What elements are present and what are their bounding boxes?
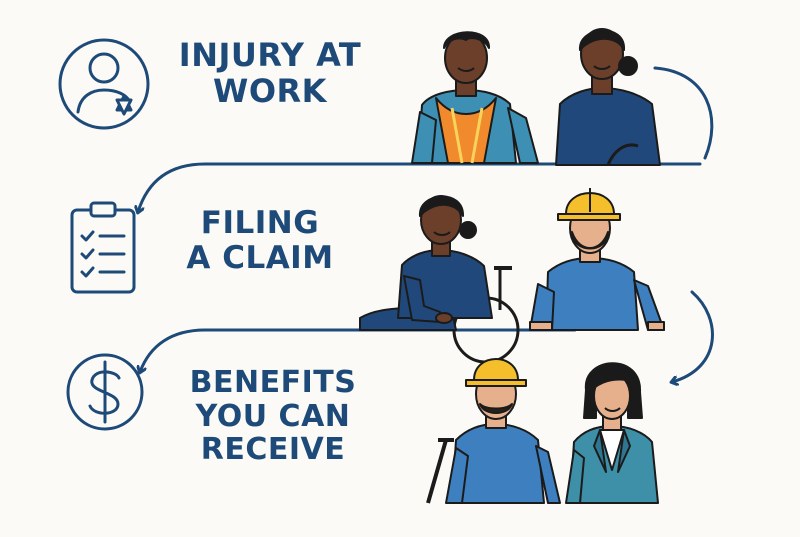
step-label-line: WORK [213, 71, 327, 110]
injured-person-icon [58, 38, 150, 130]
step-label-injury-at-work: INJURY AT WORK [170, 36, 370, 110]
clipboard-checklist-icon [70, 201, 136, 294]
construction-worker [529, 188, 665, 331]
dollar-coin-icon [66, 353, 144, 431]
worker-with-crutch [426, 358, 561, 504]
curved-arrow-icon [138, 66, 714, 212]
step-label-filing-a-claim: FILING A CLAIM [170, 206, 350, 275]
step-label-line: FILING [200, 205, 320, 241]
office-worker-woman [565, 362, 659, 504]
wheelchair-user [359, 195, 520, 364]
step-label-line: YOU CAN [195, 398, 351, 434]
worker-safety-vest [411, 31, 539, 164]
worker-woman [555, 28, 661, 166]
step-label-line: A CLAIM [186, 239, 334, 276]
step-label-line: RECEIVE [200, 432, 346, 468]
curved-arrow-icon [140, 290, 714, 382]
step-label-line: INJURY AT [178, 36, 362, 74]
step-label-benefits: BENEFITS YOU CAN RECEIVE [178, 366, 368, 467]
step-label-line: BENEFITS [189, 365, 357, 400]
